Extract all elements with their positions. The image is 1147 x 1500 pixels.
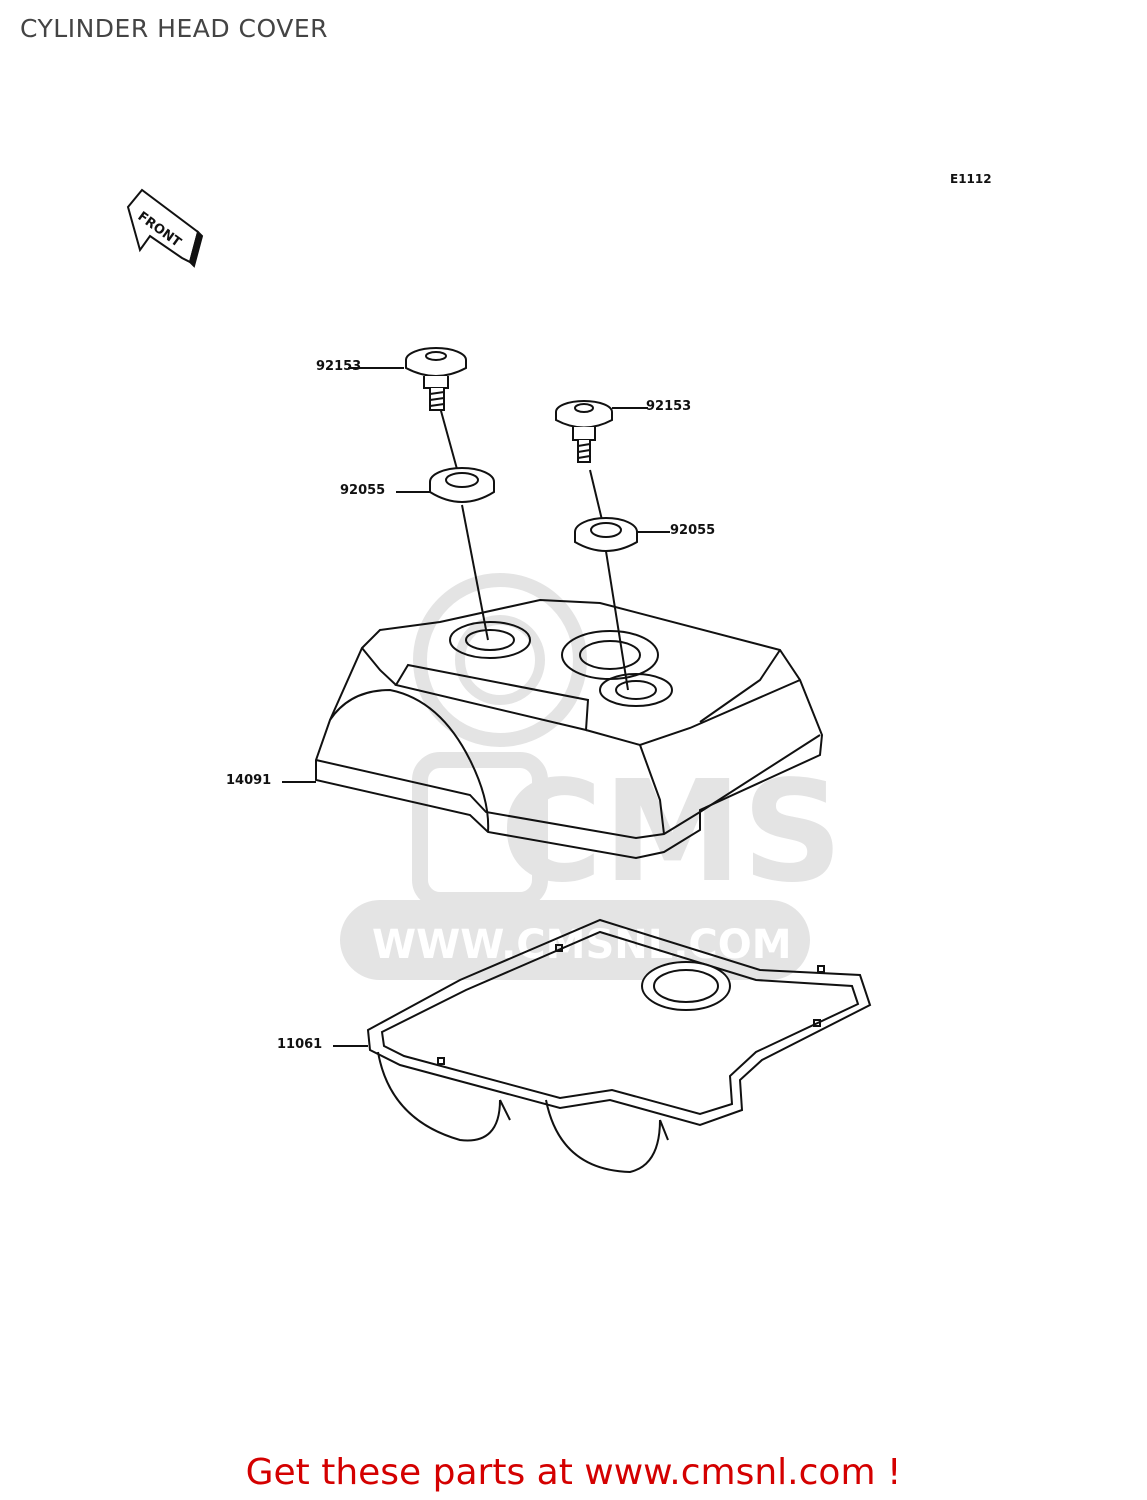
guide-line-washer-right: [604, 544, 629, 691]
watermark-brand: CMS: [500, 751, 843, 914]
page-title: CYLINDER HEAD COVER: [20, 14, 329, 43]
parts-cta-link[interactable]: Get these parts at www.cmsnl.com !: [245, 1452, 902, 1493]
guide-line-bolt-right: [589, 469, 603, 521]
guide-line-washer-left: [461, 504, 489, 641]
guide-line-bolt-left: [437, 399, 461, 481]
diagram-code: E1112: [950, 172, 992, 186]
gasket: [366, 918, 872, 1174]
bolt-right: [555, 400, 613, 463]
washer-left: [429, 467, 495, 503]
head-cover: [315, 598, 824, 860]
washer-right: [574, 517, 638, 552]
bolt-left: [405, 347, 467, 411]
front-arrow-icon: FRONT: [126, 188, 204, 268]
part-label-head-cover[interactable]: 14091: [226, 773, 272, 788]
part-label-bolt-right[interactable]: 92153: [646, 399, 692, 414]
watermark-url: WWW.CMSNL.COM: [372, 922, 792, 968]
part-label-bolt-left[interactable]: 92153: [316, 359, 362, 374]
part-label-washer-right[interactable]: 92055: [670, 523, 716, 538]
part-label-washer-left[interactable]: 92055: [340, 483, 386, 498]
part-label-gasket[interactable]: 11061: [277, 1037, 323, 1052]
